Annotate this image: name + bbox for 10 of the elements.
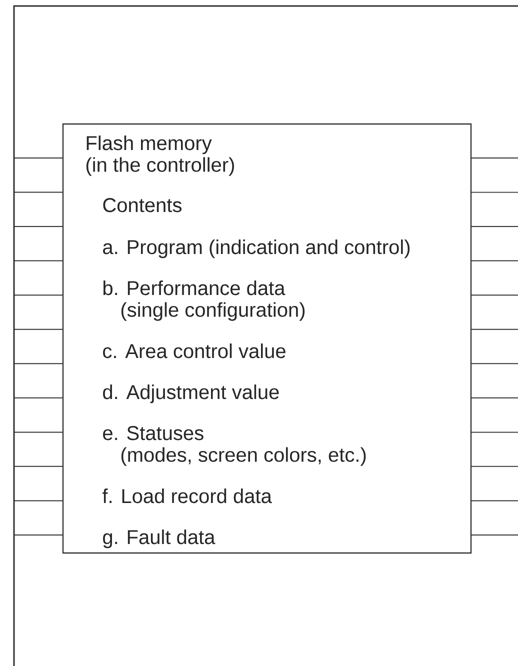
content-item: c. Area control value bbox=[103, 344, 286, 358]
memory-title: Flash memory (in the controller) bbox=[86, 136, 234, 176]
content-item: b. Performance data (single configuration) bbox=[103, 280, 305, 321]
content-item: e. Statuses (modes, screen colors, etc.) bbox=[103, 426, 366, 466]
content-item: a. Program (indication and control) bbox=[103, 240, 410, 258]
content-item: d. Adjustment value bbox=[103, 384, 279, 404]
content-item: f. Load record data bbox=[102, 488, 272, 504]
contents-heading: Contents bbox=[103, 198, 182, 212]
content-item: g. Fault data bbox=[103, 530, 216, 548]
memory-box bbox=[62, 123, 472, 554]
